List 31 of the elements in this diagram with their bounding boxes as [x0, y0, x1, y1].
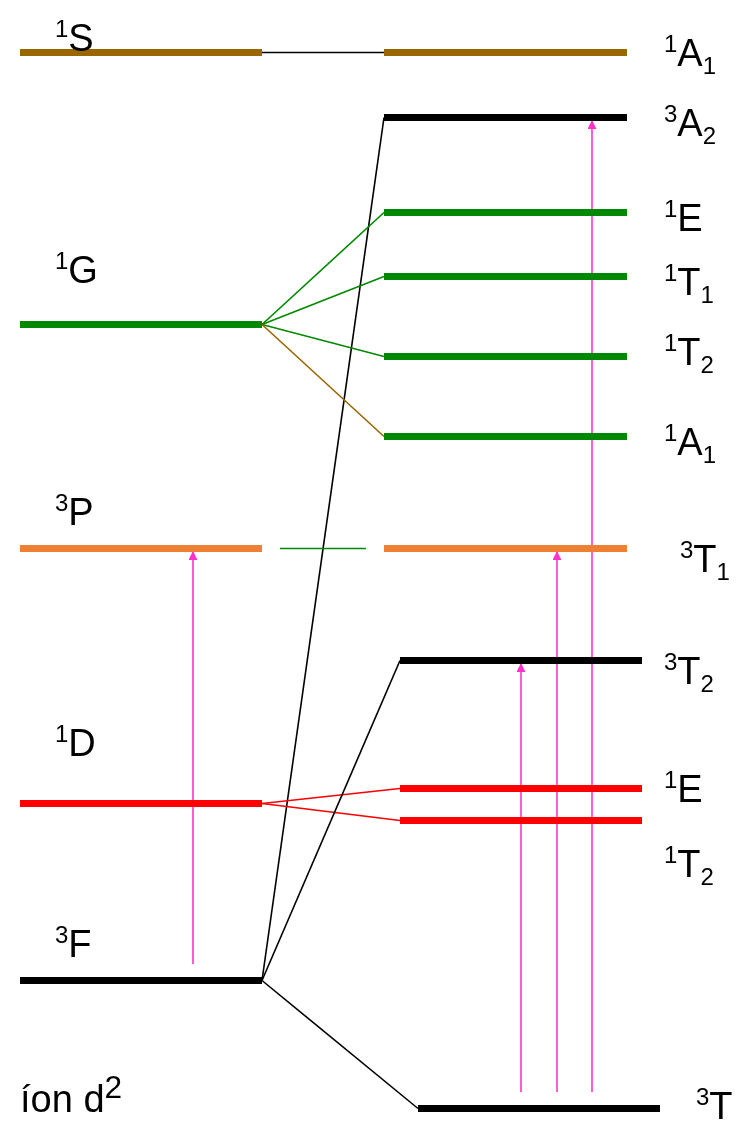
term-symbol: $^{1}$A$_{1}$	[664, 418, 717, 471]
correlation-line	[279, 547, 367, 550]
term-symbol: $^{1}$T$_{2}$	[664, 328, 714, 381]
transition-arrow	[552, 551, 562, 1093]
correlation-line	[261, 211, 385, 326]
term-symbol: $^{1}$S	[55, 14, 94, 58]
transition-arrow	[587, 120, 597, 1093]
correlation-line	[261, 787, 401, 805]
term-symbol: $^{1}$G	[55, 246, 98, 290]
term-symbol: $^{1}$E	[664, 194, 703, 238]
term-symbol: $^{3}$P	[55, 488, 94, 532]
term-symbol: $^{3}$A$_{2}$	[664, 99, 717, 152]
transition-arrow	[516, 663, 526, 1093]
term-symbol: $^{3}$T$_{1}$	[680, 535, 730, 588]
correlation-line	[261, 51, 385, 54]
term-symbol: $^{1}$D	[55, 719, 96, 763]
correlation-line	[261, 802, 401, 822]
correlation-line	[261, 275, 385, 326]
correlation-line	[261, 323, 385, 358]
correlation-line	[261, 979, 419, 1110]
ion-label: íon d$^{2}$	[20, 1068, 123, 1120]
term-symbol: $^{3}$T$_{2}$	[664, 647, 714, 700]
term-symbol: $^{1}$T$_{2}$	[664, 840, 714, 893]
term-symbol: $^{1}$E	[664, 765, 703, 809]
term-symbol: $^{3}$F	[55, 920, 92, 964]
correlation-line	[261, 323, 385, 438]
term-symbol: $^{3}$T	[696, 1082, 733, 1126]
term-symbol: $^{1}$T$_{1}$	[664, 258, 714, 311]
transition-arrow	[188, 551, 198, 965]
correlation-line	[261, 659, 401, 982]
term-symbol: $^{1}$A$_{1}$	[664, 29, 717, 82]
